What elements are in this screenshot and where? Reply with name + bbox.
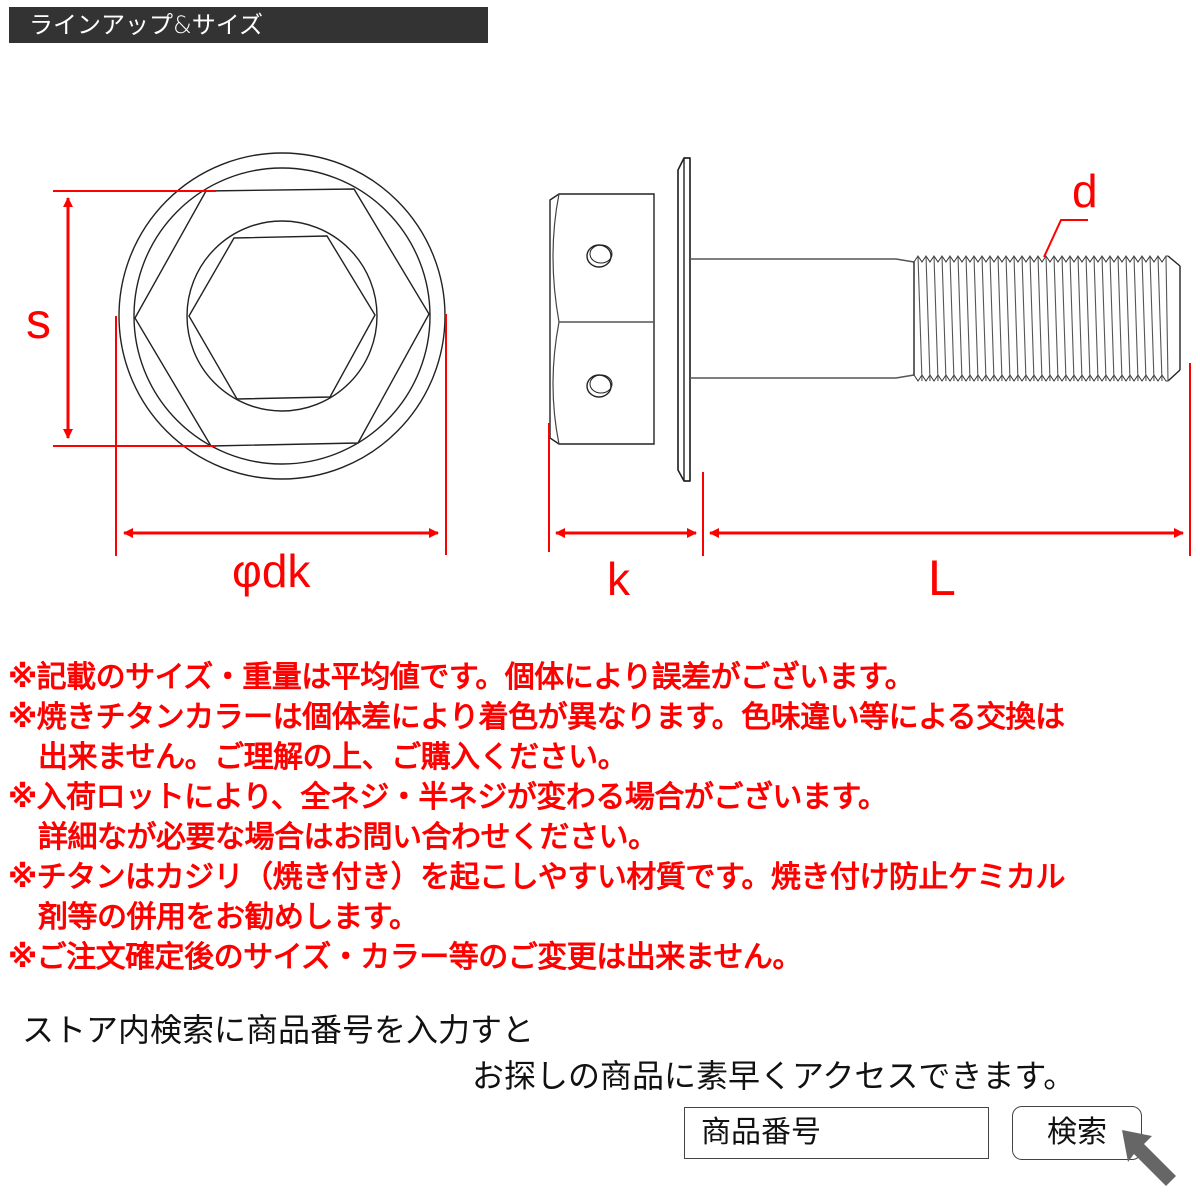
dimension-dk xyxy=(115,314,447,556)
notes-list: ※記載のサイズ・重量は平均値です。個体により誤差がございます。 ※焼きチタンカラ… xyxy=(8,658,1200,978)
search-promo-line-1: ストア内検索に商品番号を入力すと xyxy=(22,1011,535,1049)
bolt-dimension-diagram xyxy=(53,152,1191,556)
label-L: L xyxy=(928,550,956,606)
dimension-s xyxy=(53,190,216,447)
label-dk: φdk xyxy=(232,545,311,597)
note-line: ※入荷ロットにより、全ネジ・半ネジが変わる場合がございます。 xyxy=(8,780,888,815)
head-top-view xyxy=(118,152,446,480)
search-button[interactable]: 検索 xyxy=(1012,1106,1142,1160)
product-number-search-input[interactable]: 商品番号 xyxy=(684,1107,989,1159)
note-line: ※記載のサイズ・重量は平均値です。個体により誤差がございます。 xyxy=(8,660,915,695)
note-line: 出来ません。ご理解の上、ご購入ください。 xyxy=(38,740,628,775)
label-s: s xyxy=(26,293,51,349)
section-header: ラインアップ&サイズ xyxy=(9,7,488,43)
dimension-d xyxy=(1043,219,1088,258)
label-k: k xyxy=(607,553,630,605)
note-line: 剤等の併用をお勧めします。 xyxy=(38,900,419,935)
search-promo-line-2: お探しの商品に素早くアクセスできます。 xyxy=(472,1057,1076,1095)
label-d: d xyxy=(1072,165,1098,217)
mouse-pointer-icon xyxy=(1122,1130,1176,1186)
dimension-k-L xyxy=(548,363,1191,556)
note-line: ※焼きチタンカラーは個体差により着色が異なります。色味違い等による交換は xyxy=(8,700,1065,735)
note-line: ※ご注文確定後のサイズ・カラー等のご変更は出来ません。 xyxy=(8,940,802,975)
note-line: 詳細なが必要な場合はお問い合わせください。 xyxy=(38,820,658,855)
thread-pattern xyxy=(913,255,1169,382)
note-line: ※チタンはカジリ（焼き付き）を起こしやすい材質です。焼き付け防止ケミカル xyxy=(8,860,1065,895)
section-title: ラインアップ&サイズ xyxy=(29,11,263,39)
